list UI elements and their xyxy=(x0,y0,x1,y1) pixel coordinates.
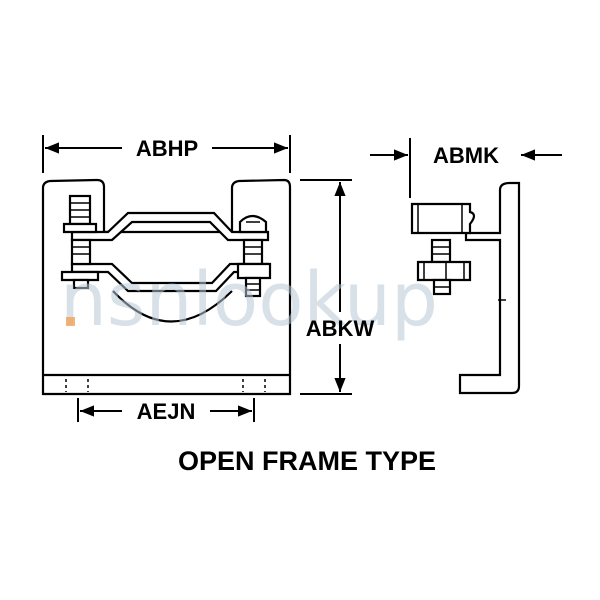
right-screw xyxy=(236,214,272,298)
dimension-label-abhp: ABHP xyxy=(136,136,198,161)
front-view xyxy=(41,178,292,396)
dimension-label-abmk: ABMK xyxy=(433,143,499,168)
watermark-text: nsnlookup xyxy=(60,257,438,343)
side-lower-clamp xyxy=(416,260,472,282)
side-bracket-profile xyxy=(458,181,521,395)
watermark-dot xyxy=(66,317,75,326)
dimension-lines xyxy=(42,135,562,422)
diagram-title: OPEN FRAME TYPE xyxy=(178,446,436,476)
side-view xyxy=(410,181,521,395)
left-screw xyxy=(60,194,100,290)
side-upper-clamp xyxy=(410,202,476,235)
dimension-label-aejn: AEJN xyxy=(137,399,196,424)
upper-clamp-strap xyxy=(70,211,270,242)
pipe-saddle-arc xyxy=(112,290,233,323)
watermark: nsnlookup xyxy=(60,257,438,343)
dimension-label-abkw: ABKW xyxy=(306,316,375,341)
